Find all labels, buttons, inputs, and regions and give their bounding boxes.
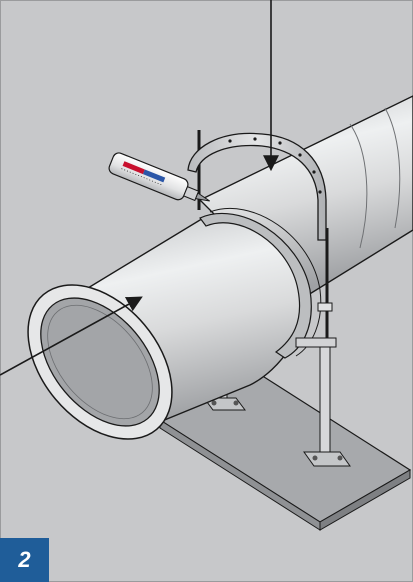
step-number-badge: 2 (0, 538, 49, 582)
base-plate-side (319, 469, 411, 531)
insulated-pipe (27, 207, 322, 440)
arrow-into-pipe-indicator[interactable] (0, 296, 143, 376)
thermometer-scale-cold (142, 169, 166, 183)
pipe-end-inner (40, 297, 160, 427)
collar-band (199, 212, 312, 359)
clamp-holes (228, 137, 322, 194)
support-stand (295, 302, 351, 467)
thermometer-sealant-tube (108, 152, 210, 202)
pipe-clamp-hanger (187, 132, 327, 241)
thermometer-scale-hot (122, 161, 145, 175)
